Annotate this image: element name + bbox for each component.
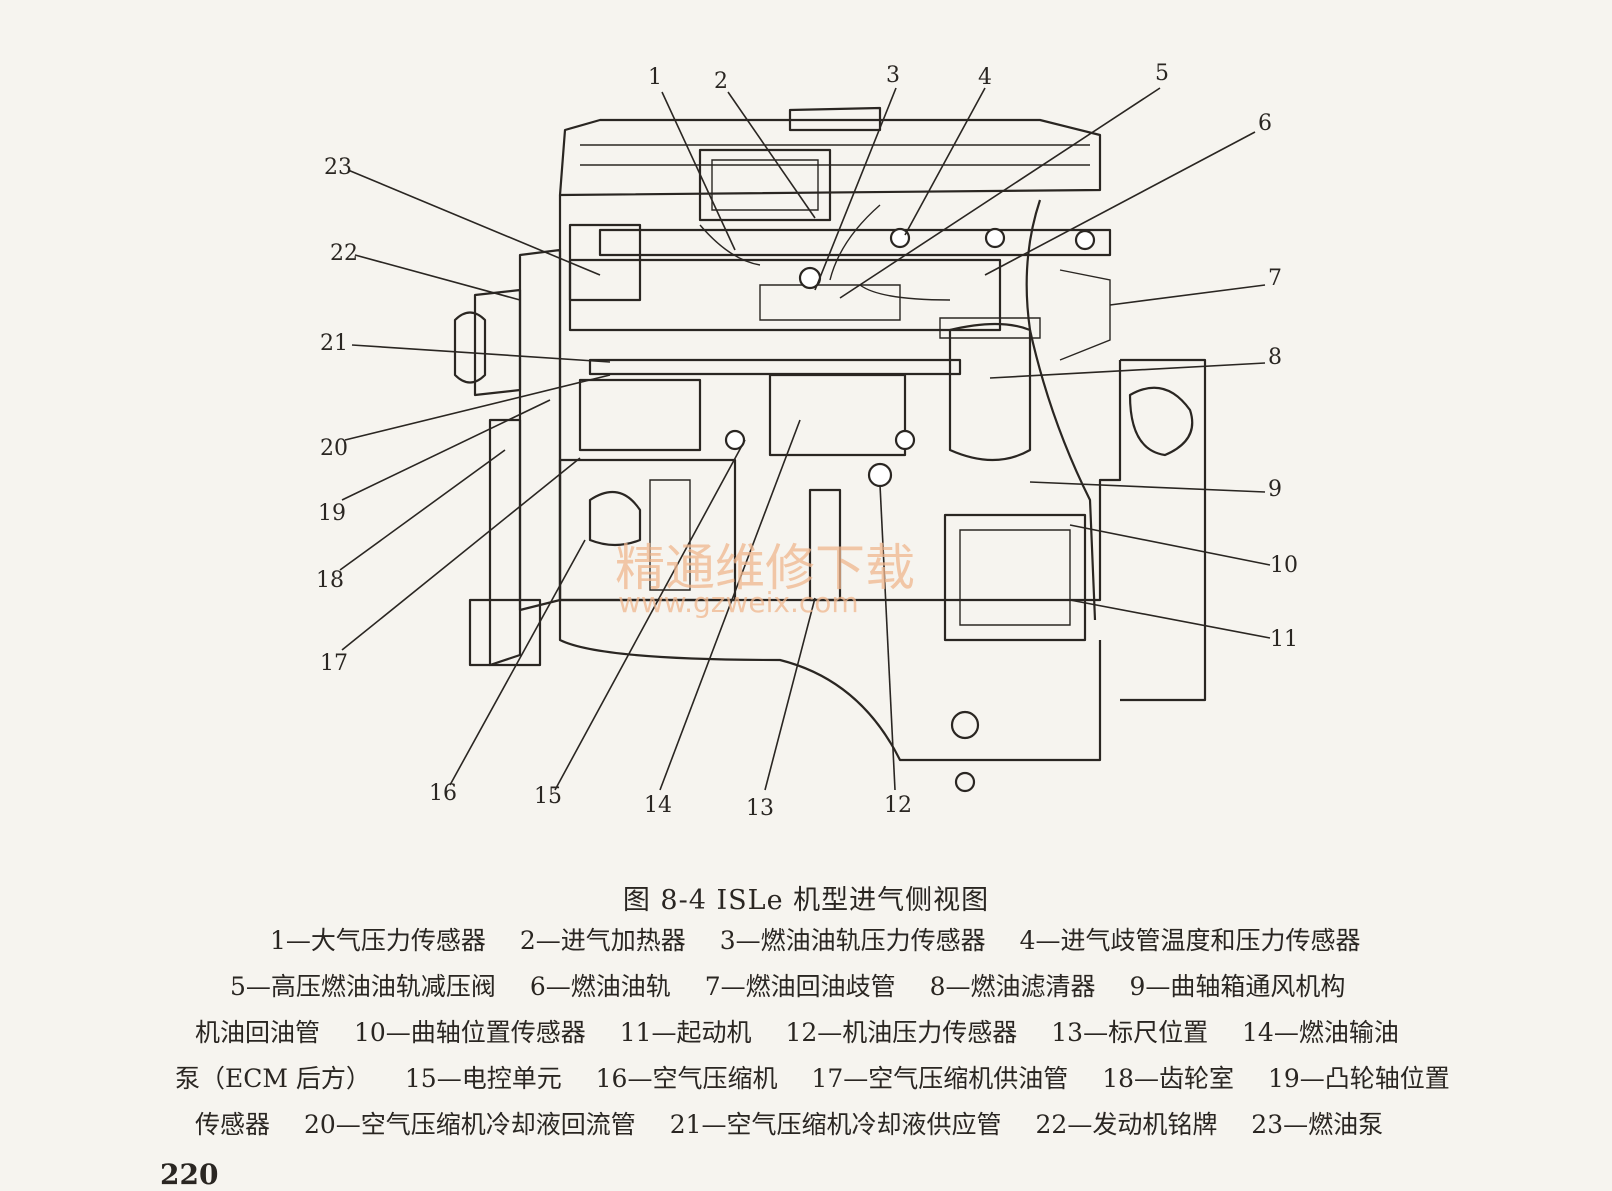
legend-item: 泵（ECM 后方） bbox=[175, 1064, 371, 1093]
callout-10: 10 bbox=[1270, 553, 1298, 578]
callout-14: 14 bbox=[644, 793, 672, 818]
callout-19: 19 bbox=[318, 501, 346, 526]
legend-item: 16—空气压缩机 bbox=[595, 1064, 778, 1093]
callout-12: 12 bbox=[884, 793, 912, 818]
callout-1: 1 bbox=[648, 65, 662, 90]
legend-item: 8—燃油滤清器 bbox=[929, 972, 1096, 1001]
legend-item: 2—进气加热器 bbox=[519, 926, 686, 955]
callout-22: 22 bbox=[330, 241, 358, 266]
legend-item: 14—燃油输油 bbox=[1242, 1018, 1399, 1047]
callout-16: 16 bbox=[429, 781, 457, 806]
legend-item: 传感器 bbox=[195, 1110, 271, 1139]
callout-6: 6 bbox=[1258, 111, 1272, 136]
legend-item: 23—燃油泵 bbox=[1251, 1110, 1384, 1139]
engine-drawing bbox=[453, 106, 1207, 793]
legend-line: 机油回油管 10—曲轴位置传感器 11—起动机 12—机油压力传感器 13—标尺… bbox=[175, 1010, 1465, 1056]
legend-item: 20—空气压缩机冷却液回流管 bbox=[303, 1110, 636, 1139]
callout-5: 5 bbox=[1155, 61, 1169, 86]
callout-21: 21 bbox=[320, 331, 348, 356]
legend-line: 1—大气压力传感器 2—进气加热器 3—燃油油轨压力传感器 4—进气歧管温度和压… bbox=[175, 918, 1465, 964]
callout-11: 11 bbox=[1270, 627, 1298, 652]
callout-18: 18 bbox=[316, 568, 344, 593]
callout-23: 23 bbox=[324, 155, 352, 180]
legend-item: 10—曲轴位置传感器 bbox=[353, 1018, 586, 1047]
engine-diagram: 1 2 3 4 5 6 7 8 9 10 11 12 13 14 15 16 1… bbox=[316, 61, 1298, 821]
callout-15: 15 bbox=[534, 784, 562, 809]
watermark-text: 精通维修下载 bbox=[615, 539, 915, 597]
legend-item: 22—发动机铭牌 bbox=[1035, 1110, 1218, 1139]
figure-legend: 1—大气压力传感器 2—进气加热器 3—燃油油轨压力传感器 4—进气歧管温度和压… bbox=[175, 918, 1465, 1148]
leader-lines bbox=[339, 87, 1271, 791]
watermark: 精通维修下载 www.gzweix.com bbox=[615, 539, 915, 619]
figure-caption: 图 8-4 ISLe 机型进气侧视图 bbox=[622, 885, 990, 916]
legend-item: 机油回油管 bbox=[195, 1018, 321, 1047]
callout-20: 20 bbox=[320, 436, 348, 461]
legend-item: 7—燃油回油歧管 bbox=[704, 972, 896, 1001]
page-number: 220 bbox=[160, 1158, 219, 1191]
legend-item: 21—空气压缩机冷却液供应管 bbox=[669, 1110, 1002, 1139]
legend-item: 15—电控单元 bbox=[404, 1064, 562, 1093]
legend-item: 4—进气歧管温度和压力传感器 bbox=[1019, 926, 1361, 955]
legend-item: 17—空气压缩机供油管 bbox=[811, 1064, 1069, 1093]
watermark-url: www.gzweix.com bbox=[618, 586, 859, 619]
callout-2: 2 bbox=[714, 69, 728, 94]
legend-item: 18—齿轮室 bbox=[1102, 1064, 1234, 1093]
legend-line: 传感器 20—空气压缩机冷却液回流管 21—空气压缩机冷却液供应管 22—发动机… bbox=[175, 1102, 1465, 1148]
callout-17: 17 bbox=[320, 651, 348, 676]
legend-item: 3—燃油油轨压力传感器 bbox=[719, 926, 986, 955]
callout-7: 7 bbox=[1268, 266, 1282, 291]
legend-item: 12—机油压力传感器 bbox=[785, 1018, 1018, 1047]
legend-item: 19—凸轮轴位置 bbox=[1267, 1064, 1450, 1093]
legend-item: 9—曲轴箱通风机构 bbox=[1129, 972, 1346, 1001]
legend-line: 5—高压燃油油轨减压阀 6—燃油油轨 7—燃油回油歧管 8—燃油滤清器 9—曲轴… bbox=[175, 964, 1465, 1010]
callout-4: 4 bbox=[978, 65, 992, 90]
legend-item: 6—燃油油轨 bbox=[529, 972, 671, 1001]
callout-3: 3 bbox=[886, 63, 900, 88]
callout-13: 13 bbox=[746, 796, 774, 821]
callout-9: 9 bbox=[1268, 477, 1282, 502]
callout-8: 8 bbox=[1268, 345, 1282, 370]
legend-item: 11—起动机 bbox=[619, 1018, 752, 1047]
legend-line: 泵（ECM 后方） 15—电控单元 16—空气压缩机 17—空气压缩机供油管 1… bbox=[175, 1056, 1465, 1102]
callout-numbers: 1 2 3 4 5 6 7 8 9 10 11 12 13 14 15 16 1… bbox=[316, 61, 1298, 821]
legend-item: 5—高压燃油油轨减压阀 bbox=[230, 972, 496, 1001]
legend-item: 1—大气压力传感器 bbox=[270, 926, 486, 955]
legend-item: 13—标尺位置 bbox=[1051, 1018, 1209, 1047]
